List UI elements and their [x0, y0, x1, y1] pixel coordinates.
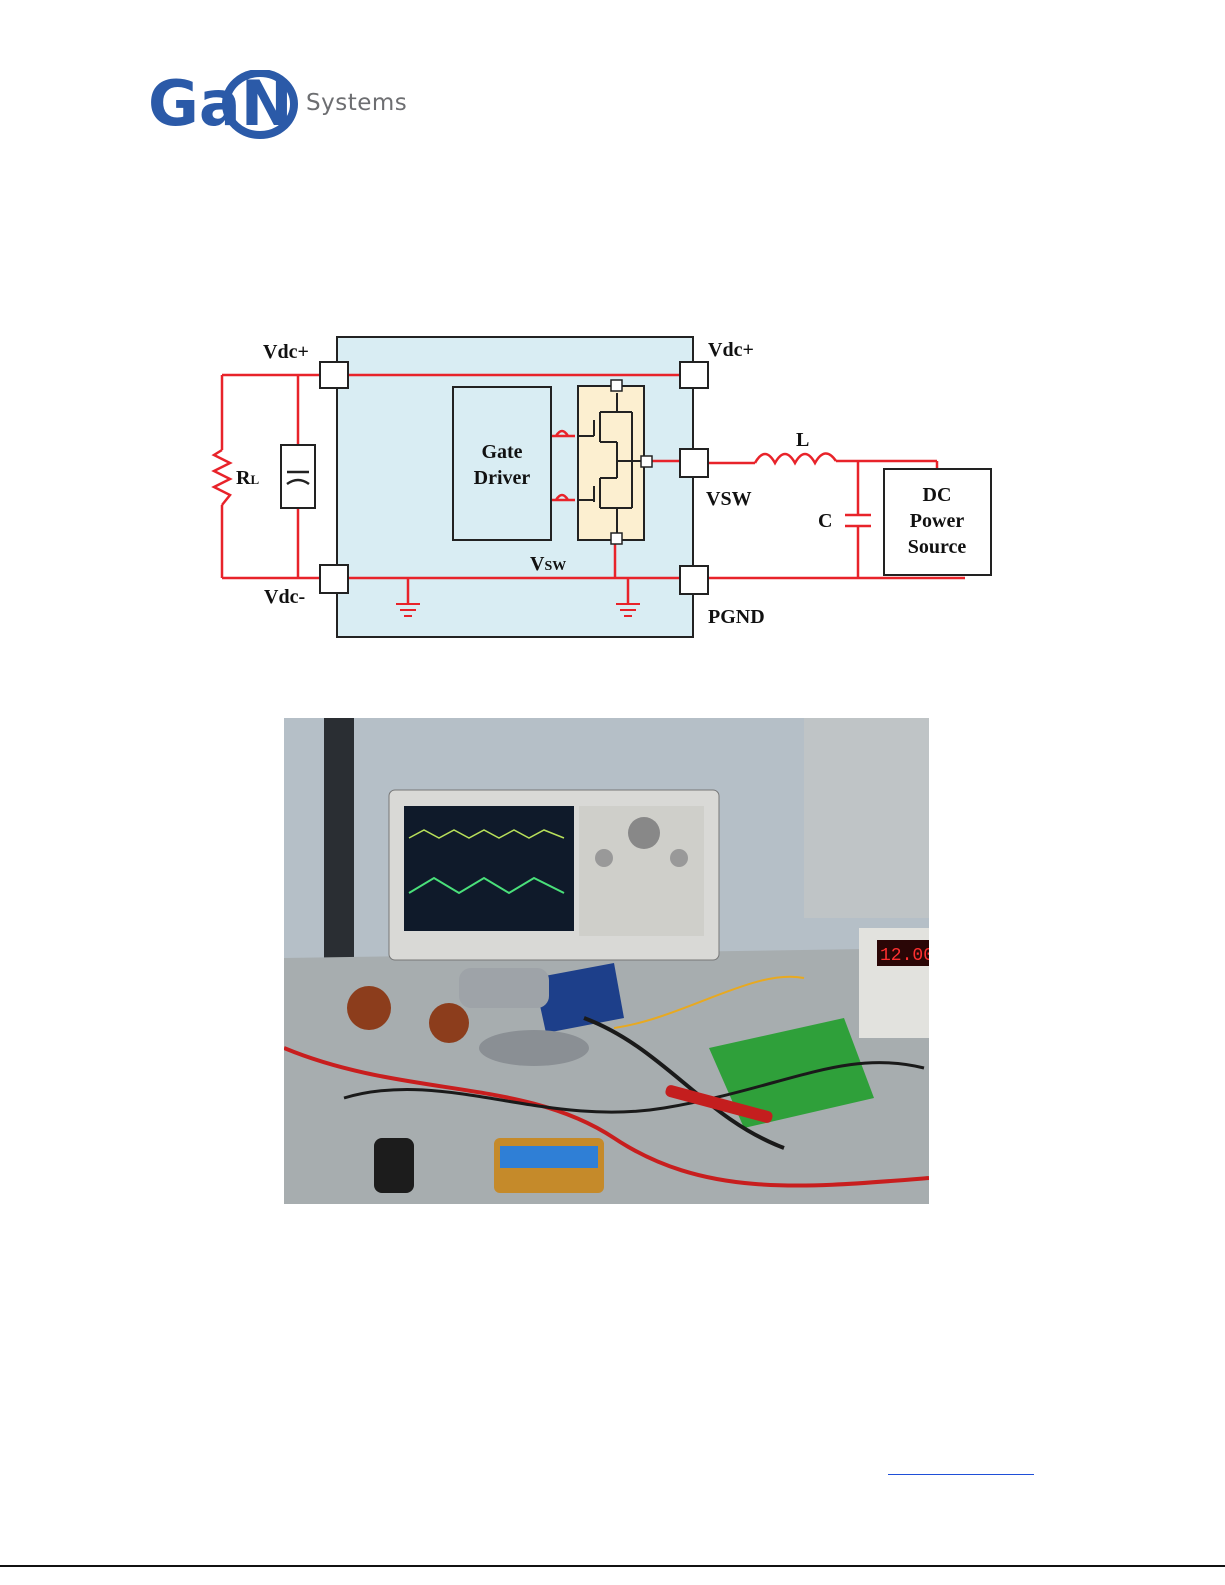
gan-switch-block — [578, 386, 644, 540]
vsw-label: VSW — [706, 488, 752, 510]
svg-text:12.00: 12.00 — [880, 946, 929, 966]
gate-driver-block — [453, 387, 551, 540]
footer-link[interactable] — [888, 1452, 1034, 1475]
gate-driver-label-2: Driver — [474, 467, 531, 489]
gate-driver-label-1: Gate — [481, 441, 522, 463]
vdc-minus-label: Vdc- — [264, 586, 305, 608]
resistor-rl — [214, 450, 230, 505]
test-bench-photo: 12.00 — [284, 718, 929, 1204]
rl-label-main: R — [236, 467, 251, 489]
rl-label-sub: L — [250, 472, 259, 487]
dc-source-label-1: DC — [923, 484, 952, 506]
bulk-capacitor — [281, 445, 315, 508]
pgnd-label: PGND — [708, 606, 765, 628]
vdc-plus-right-label: Vdc+ — [708, 339, 754, 361]
inductor-l — [755, 453, 836, 463]
capacitor-label: C — [818, 510, 832, 532]
vdc-plus-left-label: Vdc+ — [263, 341, 309, 363]
vsw-inner-label-sub: SW — [544, 559, 566, 574]
vsw-inner-label-main: V — [530, 553, 545, 575]
dc-source-label-2: Power — [910, 510, 965, 532]
half-bridge-schematic: Gate Driver DC Power Source Vdc+ Vdc+ Vd… — [0, 0, 1225, 700]
inductor-label: L — [796, 429, 809, 451]
footer-divider — [0, 1565, 1225, 1567]
rl-label: RL — [236, 467, 259, 489]
dc-source-label-3: Source — [908, 536, 967, 558]
